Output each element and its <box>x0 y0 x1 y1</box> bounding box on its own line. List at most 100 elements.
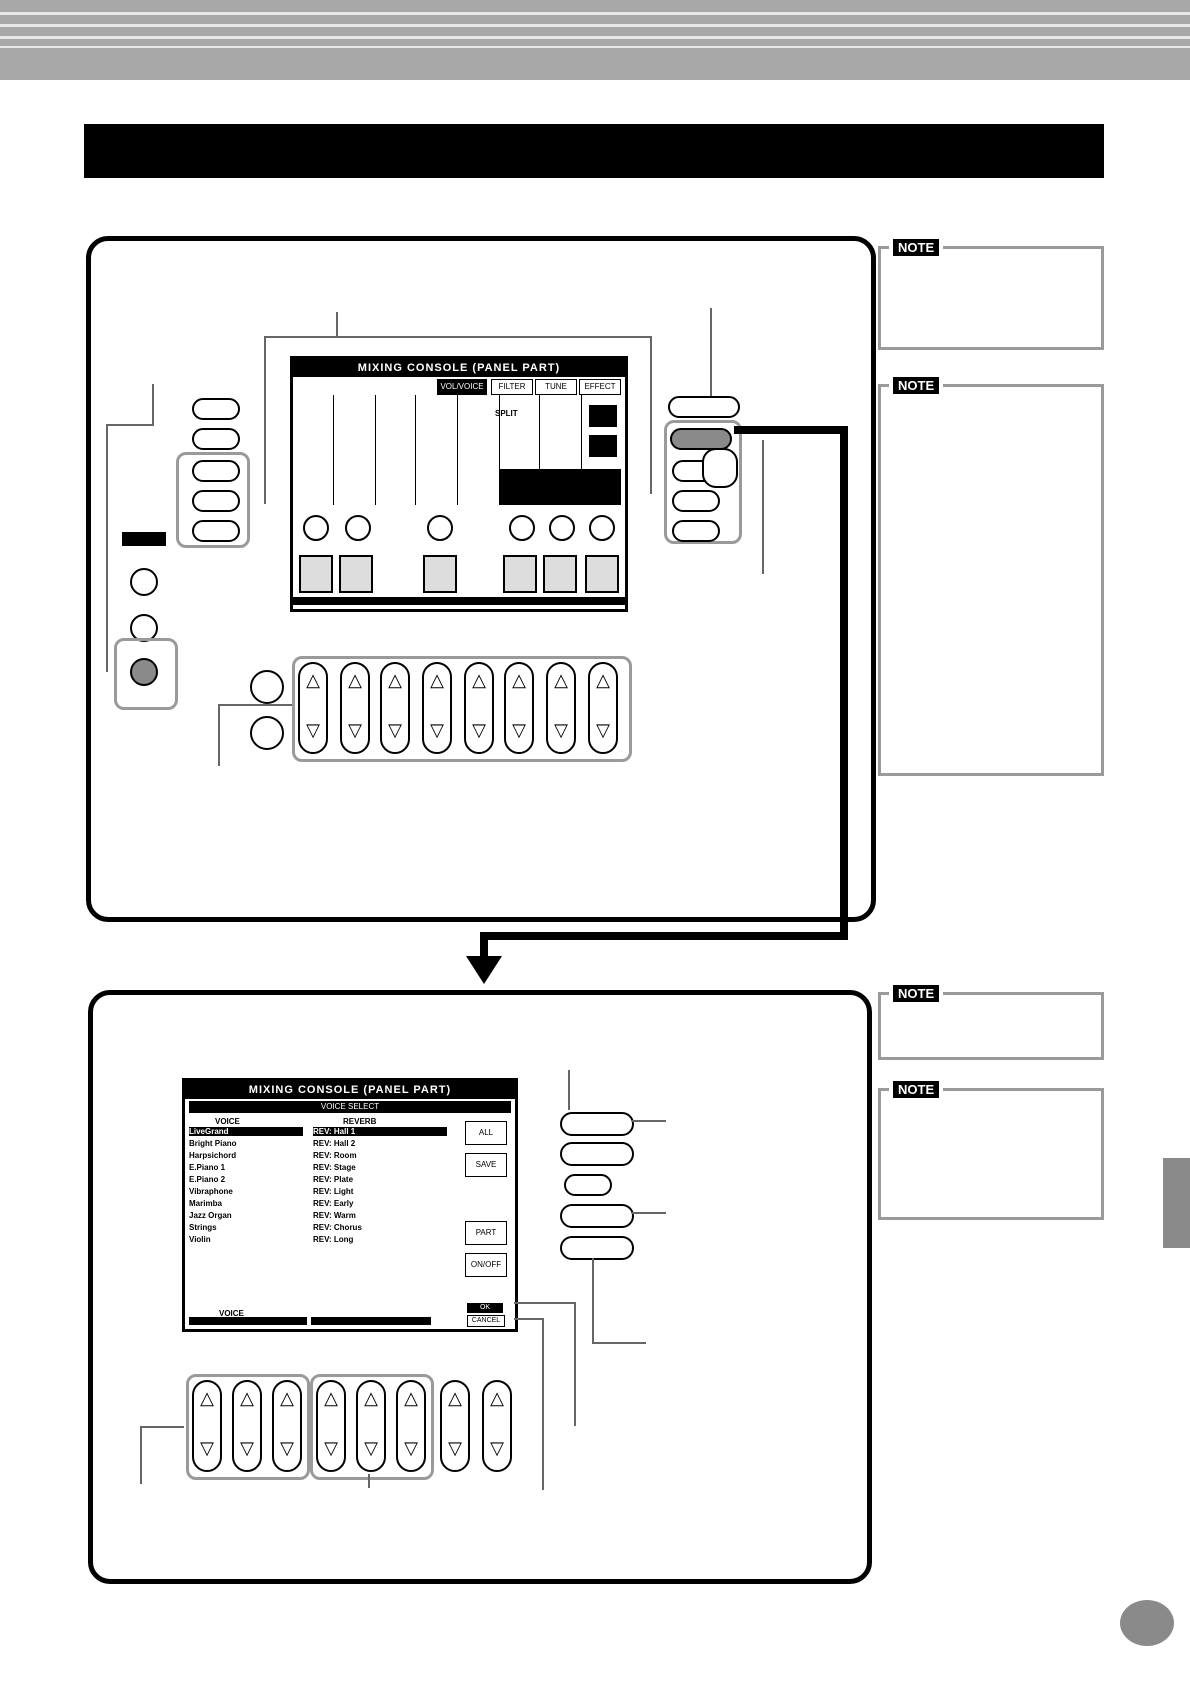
updown-group-reverb <box>310 1374 434 1480</box>
leader-line <box>632 1120 666 1122</box>
reverb-item[interactable]: REV: Chorus <box>313 1223 362 1232</box>
screen-button-d[interactable] <box>560 1204 634 1228</box>
updown-button-5[interactable]: △▽ <box>356 1380 386 1472</box>
part-button[interactable]: PART <box>465 1221 507 1245</box>
round-button[interactable] <box>250 670 284 704</box>
up-arrow-icon: △ <box>324 1388 338 1408</box>
screen-button-c[interactable] <box>564 1174 612 1196</box>
panel-button[interactable] <box>192 428 240 450</box>
fader-track <box>539 395 540 505</box>
ok-button[interactable]: OK <box>467 1303 503 1313</box>
up-arrow-icon: △ <box>490 1388 504 1408</box>
up-arrow-icon: △ <box>388 670 402 690</box>
updown-button-3[interactable]: △▽ <box>272 1380 302 1472</box>
updown-button-8[interactable]: △▽ <box>588 662 618 754</box>
flow-arrow <box>840 426 848 940</box>
updown-button-8[interactable]: △▽ <box>482 1380 512 1472</box>
round-button[interactable] <box>130 614 158 642</box>
panel-button[interactable] <box>192 398 240 420</box>
mixing-console-button[interactable] <box>130 658 158 686</box>
pan-knob <box>589 515 615 541</box>
screen-button-e[interactable] <box>560 1236 634 1260</box>
round-button[interactable] <box>250 716 284 750</box>
reverb-list-header: REVERB <box>343 1117 377 1126</box>
leader-line <box>368 1474 370 1488</box>
voice-item[interactable]: E.Piano 1 <box>189 1163 226 1172</box>
voice-item[interactable]: Violin <box>189 1235 211 1244</box>
reverb-item[interactable]: REV: Light <box>313 1187 354 1196</box>
voice-item[interactable]: Harpsichord <box>189 1151 237 1160</box>
lcd-title: MIXING CONSOLE (PANEL PART) <box>185 1081 515 1099</box>
updown-button-3[interactable]: △▽ <box>380 662 410 754</box>
voice-item[interactable]: Jazz Organ <box>189 1211 232 1220</box>
tab-effect[interactable]: EFFECT <box>579 379 621 395</box>
screen-button-g[interactable] <box>670 428 732 450</box>
screen-button-i[interactable] <box>672 490 720 512</box>
down-arrow-icon: ▽ <box>364 1438 378 1458</box>
all-button[interactable]: ALL <box>465 1121 507 1145</box>
cancel-button[interactable]: CANCEL <box>467 1315 505 1327</box>
note-icon: NOTE <box>893 239 940 256</box>
save-button[interactable]: SAVE <box>465 1153 507 1177</box>
reverb-item[interactable]: REV: Long <box>313 1235 354 1244</box>
button-group <box>114 638 178 710</box>
updown-button-7[interactable]: △▽ <box>440 1380 470 1472</box>
header-rule <box>0 12 1190 15</box>
screen-button-a[interactable] <box>560 1112 634 1136</box>
reverb-item[interactable]: REV: Stage <box>313 1163 356 1172</box>
reverb-item[interactable]: REV: Plate <box>313 1175 354 1184</box>
footer-voice-label: VOICE <box>219 1309 244 1318</box>
voice-icon <box>299 555 333 593</box>
updown-button-2[interactable]: △▽ <box>340 662 370 754</box>
leader-line <box>106 424 154 426</box>
screen-button-f[interactable] <box>668 396 740 418</box>
pan-knob <box>345 515 371 541</box>
reverb-item[interactable]: REV: Warm <box>313 1211 356 1220</box>
note-box: NOTE <box>878 377 1104 776</box>
reverb-item[interactable]: REV: Hall 2 <box>313 1139 356 1148</box>
on-off-button[interactable]: ON/OFF <box>465 1253 507 1277</box>
reverb-item[interactable]: REV: Early <box>313 1199 354 1208</box>
round-button[interactable] <box>130 568 158 596</box>
voice-item[interactable]: Strings <box>189 1223 217 1232</box>
updown-button-1[interactable]: △▽ <box>298 662 328 754</box>
screen-button-c[interactable] <box>192 520 240 542</box>
updown-button-4[interactable]: △▽ <box>422 662 452 754</box>
leader-line <box>592 1342 646 1344</box>
updown-button-6[interactable]: △▽ <box>504 662 534 754</box>
screen-button-j[interactable] <box>672 520 720 542</box>
pan-knob <box>303 515 329 541</box>
tab-tune[interactable]: TUNE <box>535 379 577 395</box>
section-title-bar <box>84 124 1104 178</box>
part-label-bar <box>293 597 625 605</box>
updown-group <box>292 656 632 762</box>
updown-button-4[interactable]: △▽ <box>316 1380 346 1472</box>
updown-button-5[interactable]: △▽ <box>464 662 494 754</box>
screen-button-b[interactable] <box>192 490 240 512</box>
tab-filter[interactable]: FILTER <box>491 379 533 395</box>
voice-item[interactable]: Vibraphone <box>189 1187 233 1196</box>
note-box: NOTE <box>878 239 1104 350</box>
updown-button-2[interactable]: △▽ <box>232 1380 262 1472</box>
down-arrow-icon: ▽ <box>512 720 526 740</box>
note-icon: NOTE <box>893 377 940 394</box>
leader-line <box>542 1318 544 1490</box>
screen-button-b[interactable] <box>560 1142 634 1166</box>
reverb-item[interactable]: REV: Room <box>313 1151 357 1160</box>
screen-button-a[interactable] <box>192 460 240 482</box>
leader-line <box>710 308 712 398</box>
updown-button-1[interactable]: △▽ <box>192 1380 222 1472</box>
voice-item[interactable]: E.Piano 2 <box>189 1175 226 1184</box>
tab-vol-voice[interactable]: VOL/VOICE <box>437 379 487 395</box>
note-tag: NOTE <box>889 1081 944 1099</box>
voice-item[interactable]: Marimba <box>189 1199 222 1208</box>
updown-button-6[interactable]: △▽ <box>396 1380 426 1472</box>
down-arrow-icon: ▽ <box>554 720 568 740</box>
updown-button-7[interactable]: △▽ <box>546 662 576 754</box>
voice-icon <box>339 555 373 593</box>
voice-item[interactable]: LiveGrand <box>189 1127 303 1136</box>
note-box: NOTE <box>878 985 1104 1060</box>
up-arrow-icon: △ <box>404 1388 418 1408</box>
reverb-item[interactable]: REV: Hall 1 <box>313 1127 447 1136</box>
voice-item[interactable]: Bright Piano <box>189 1139 237 1148</box>
